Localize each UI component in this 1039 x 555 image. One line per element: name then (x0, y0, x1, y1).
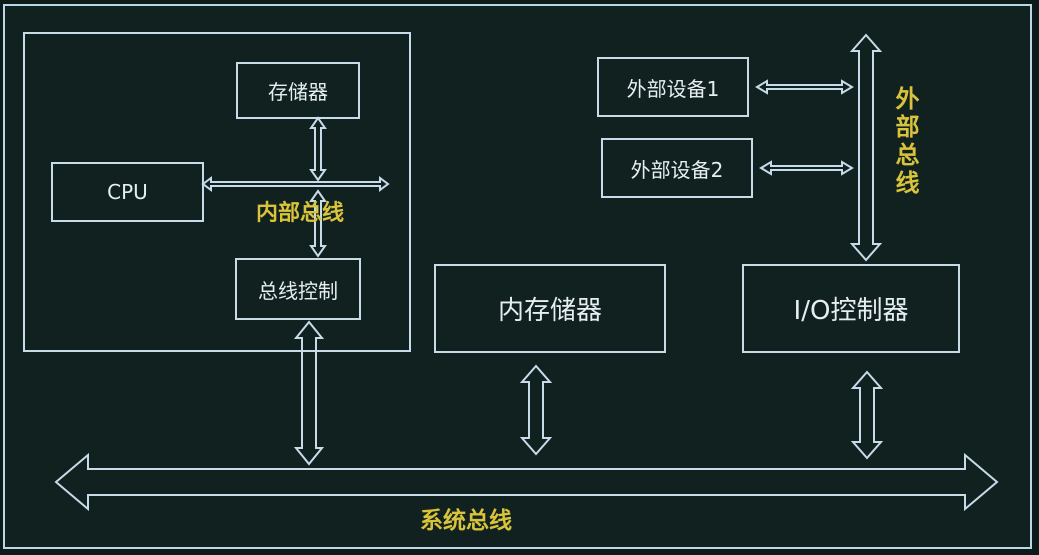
internal-bus-label: 内部总线 (256, 201, 345, 226)
external-bus-arrow (849, 33, 883, 262)
io-system-arrow (850, 370, 884, 460)
storage-label: 存储器 (268, 80, 328, 104)
system-bus-arrow (54, 452, 999, 512)
memory-system-arrow (519, 364, 553, 456)
device1-bus-arrow (755, 79, 854, 95)
device2-bus-arrow (759, 160, 854, 176)
external-bus-label: 外部总线 (891, 86, 919, 198)
main-memory-label: 内存储器 (497, 296, 602, 326)
main-memory-box: 内存储器 (434, 264, 666, 353)
storage-box: 存储器 (236, 62, 360, 119)
io-controller-box: I/O控制器 (742, 264, 960, 353)
cpu-box: CPU (51, 162, 204, 222)
external-device-1-box: 外部设备1 (597, 57, 749, 117)
io-controller-label: I/O控制器 (793, 296, 909, 326)
internal-bus-arrow (201, 176, 390, 192)
bus-control-box: 总线控制 (235, 258, 361, 320)
diagram-frame (3, 4, 1032, 549)
cpu-group-container (23, 32, 411, 352)
system-bus-label: 系统总线 (420, 508, 512, 534)
external-device-2-box: 外部设备2 (601, 138, 753, 198)
external-device-1-label: 外部设备1 (626, 76, 720, 101)
bus-control-label: 总线控制 (258, 278, 338, 303)
cpu-label: CPU (107, 180, 148, 204)
external-device-2-label: 外部设备2 (630, 157, 724, 182)
storage-bus-arrow (309, 116, 327, 182)
bus-control-arrow (309, 189, 327, 258)
bus-control-system-arrow (293, 320, 325, 466)
